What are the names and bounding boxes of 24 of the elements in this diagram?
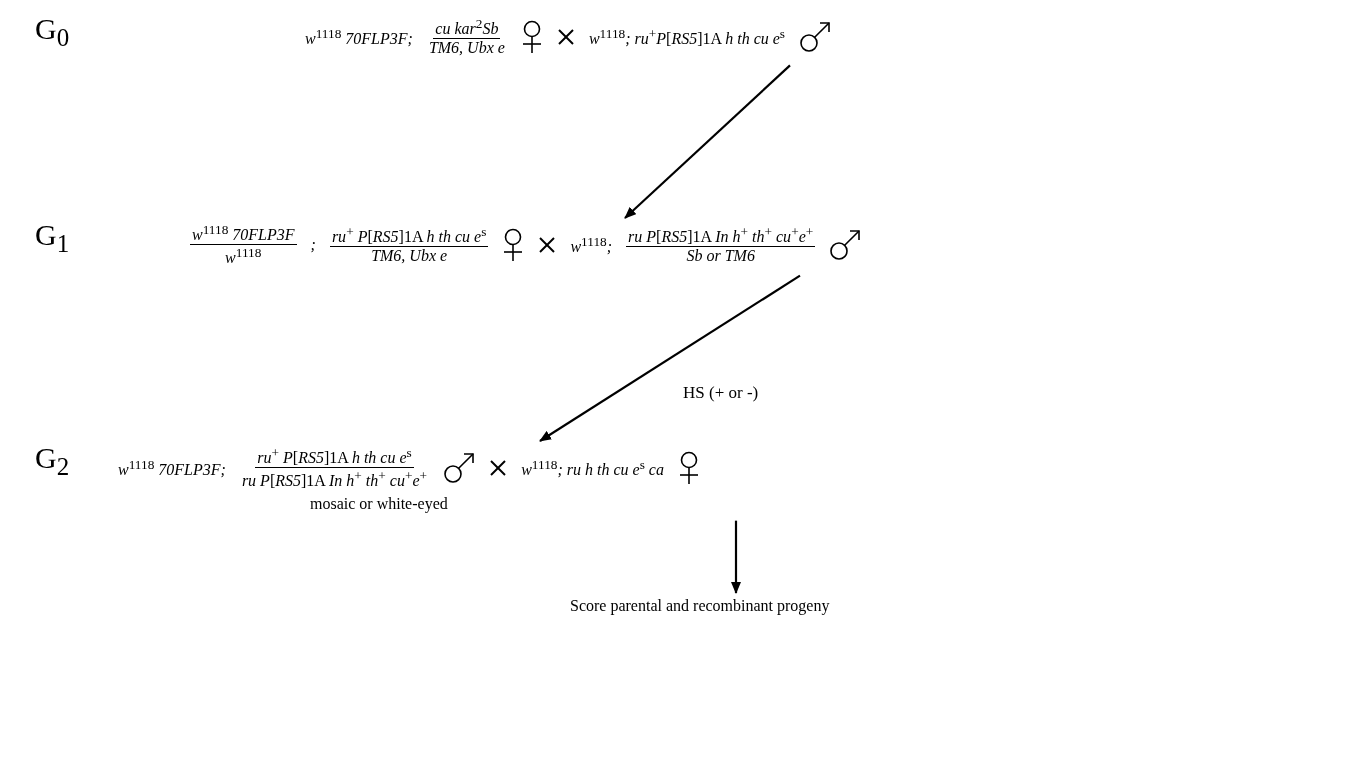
result-text: Score parental and recombinant progeny [570,597,830,615]
genotype-text: ; [310,235,316,254]
arrow [731,520,741,594]
genotype-denominator: TM6, Ubx e [427,39,506,58]
phenotype-note: mosaic or white-eyed [310,494,448,513]
arrow [539,274,801,442]
genotype-text: w$^{1118}$ 70FLP3F; [305,25,413,48]
genotype-numerator: w$^{1118}$ 70FLP3F [190,222,297,246]
genotype-numerator: ru$^{+}$ P[RS5]1A h th cu e$^{s}$ [255,445,414,469]
genotype-text: w$^{1118}$ 70FLP3F; [118,456,226,479]
genotype-text: w$^{1118}$; [570,233,613,256]
genotype-denominator: TM6, Ubx e [370,247,449,266]
genotype-numerator: ru$^{+}$ P[RS5]1A h th cu e$^{s}$ [329,224,489,248]
genotype-text: w$^{1118}$; ru h th cu e$^{s}$ ca [521,456,664,479]
arrow [624,64,791,219]
genotype-text: w$^{1118}$; ru$^{+}$P[RS5]1A h th cu e$^{s}$ [588,25,786,48]
generation-label: G$_{1}$ [35,218,70,258]
genotype-numerator: cu kar$^{2}$Sb [433,16,501,40]
generation-label: G$_{2}$ [35,441,70,481]
genotype-denominator: w$^{1118}$ [224,245,263,268]
genotype-denominator: Sb or TM6 [685,247,756,266]
genotype-denominator: ru P[RS5]1A In h$^{+}$ th$^{+}$ cu$^{+}$e$^{+}$ [240,468,429,491]
generation-label: G$_{0}$ [35,12,70,52]
genotype-numerator: ru P[RS5]1A In h$^{+}$ th$^{+}$ cu$^{+}$e$^{+}$ [626,224,816,248]
